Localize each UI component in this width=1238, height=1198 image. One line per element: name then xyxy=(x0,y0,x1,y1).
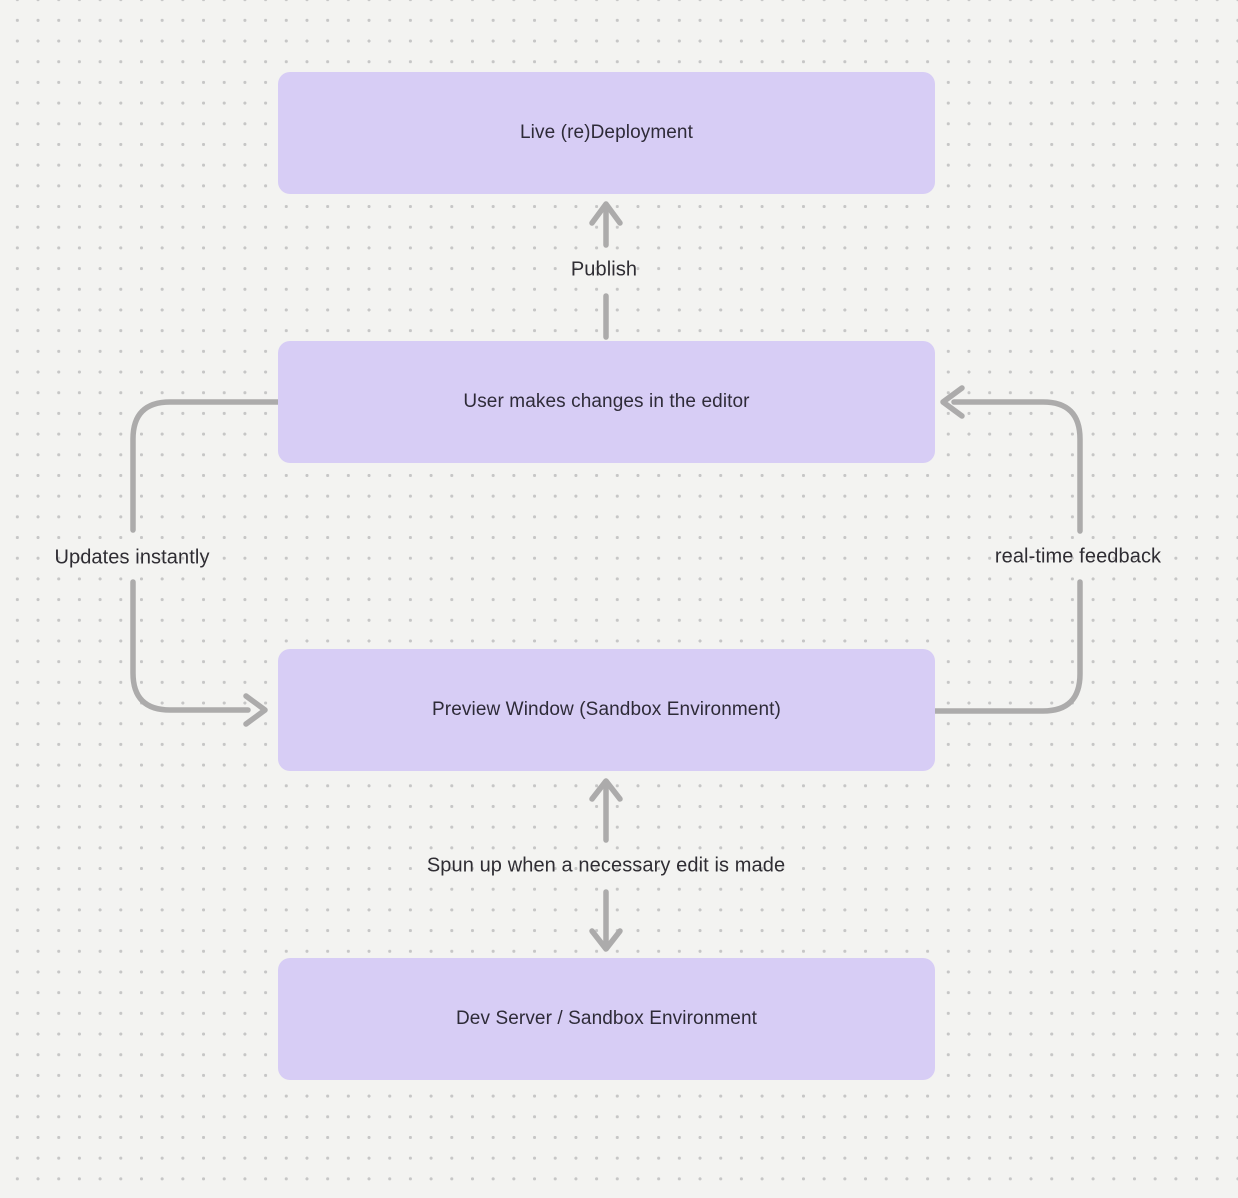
node-label: Dev Server / Sandbox Environment xyxy=(455,1008,757,1029)
edge-updates-segment-upper xyxy=(130,399,281,533)
node-label: Live (re)Deployment xyxy=(520,122,693,143)
arrowhead-down-icon xyxy=(589,889,623,952)
node-label: User makes changes in the editor xyxy=(463,391,750,412)
edge-label-realtime-feedback[interactable]: real-time feedback xyxy=(994,545,1162,568)
arrowhead-up-icon xyxy=(589,778,623,802)
arrowhead-right-icon xyxy=(243,693,268,727)
edge-updates-segment-lower xyxy=(130,579,251,713)
edge-label-spun-up[interactable]: Spun up when a necessary edit is made xyxy=(426,854,786,877)
edge-feedback-segment-upper xyxy=(951,399,1083,534)
arrowhead-up-icon xyxy=(589,201,623,226)
edge-label-updates-instantly[interactable]: Updates instantly xyxy=(54,546,210,569)
arrowhead-left-icon xyxy=(940,385,965,419)
edge-feedback-segment-lower xyxy=(932,579,1083,714)
edge-label-publish[interactable]: Publish xyxy=(570,258,638,281)
node-live-redeployment[interactable]: Live (re)Deployment xyxy=(278,72,935,194)
node-label: Preview Window (Sandbox Environment) xyxy=(432,699,781,720)
node-user-editor[interactable]: User makes changes in the editor xyxy=(278,341,935,463)
node-dev-server[interactable]: Dev Server / Sandbox Environment xyxy=(278,958,935,1080)
node-preview-window[interactable]: Preview Window (Sandbox Environment) xyxy=(278,649,935,771)
